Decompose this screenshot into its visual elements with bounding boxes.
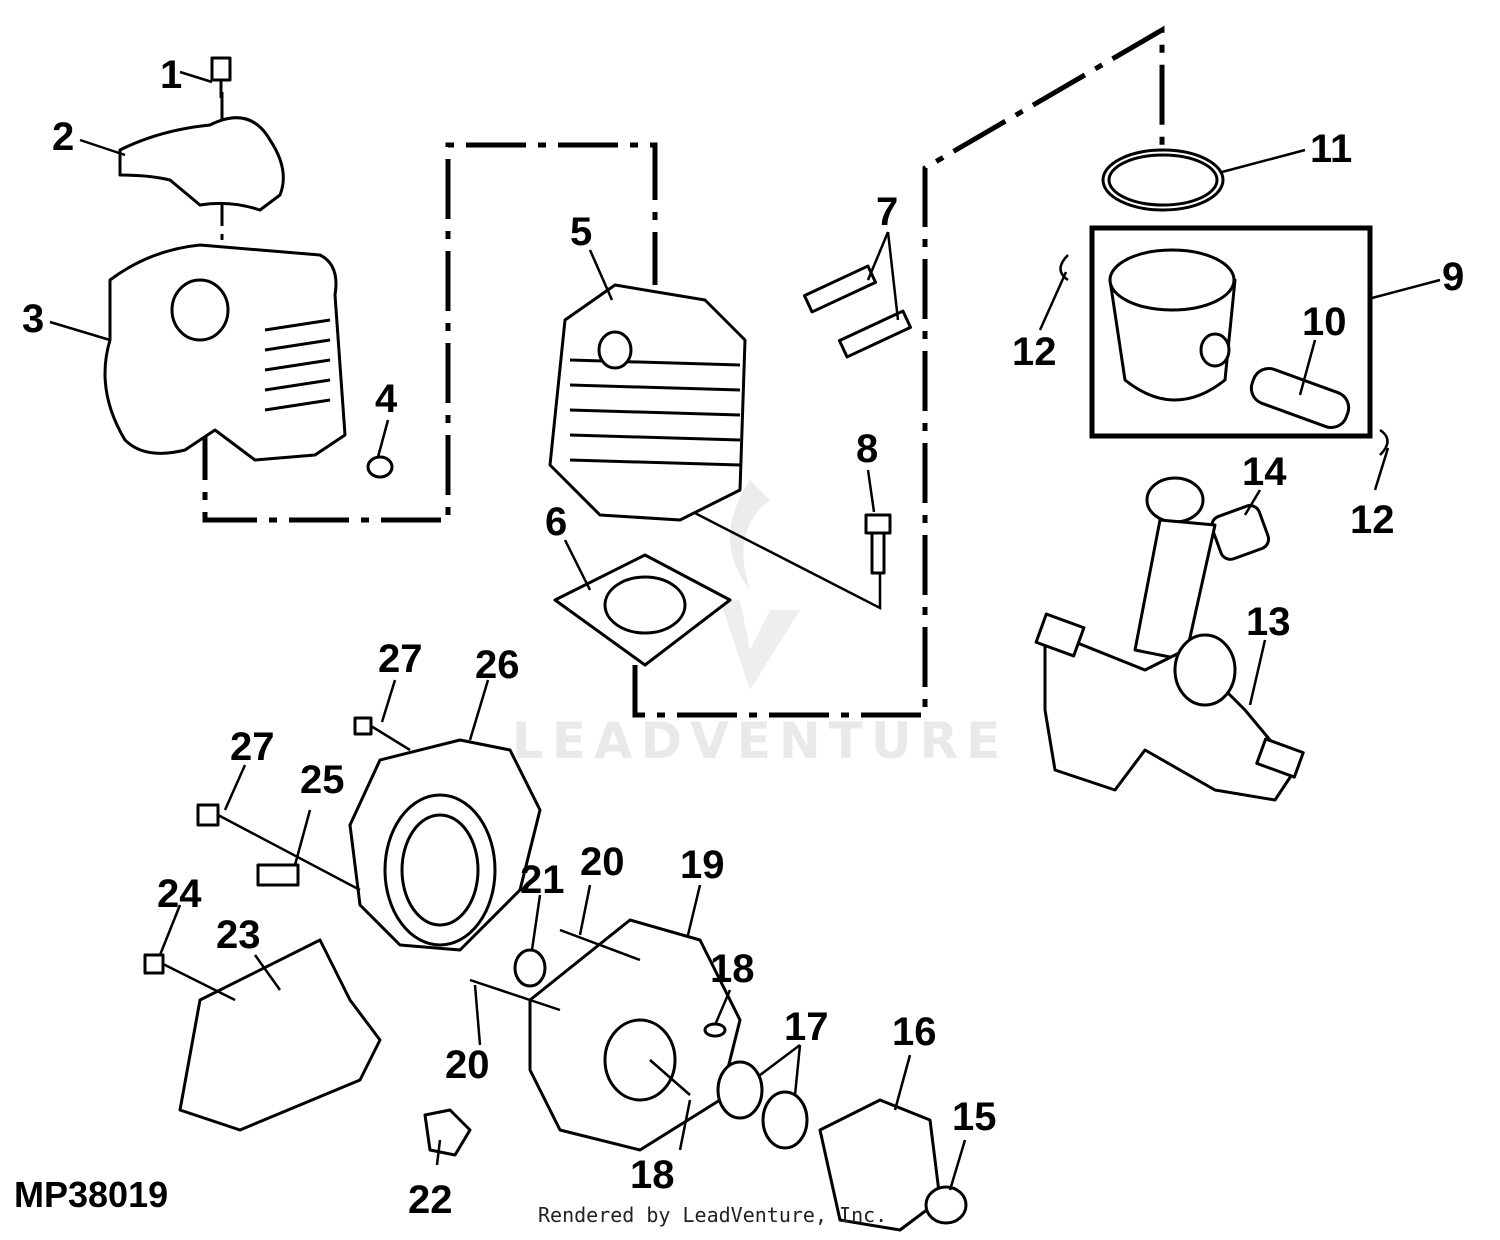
callout-19: 19 xyxy=(680,843,725,887)
callout-20a: 20 xyxy=(580,840,625,884)
bearing-17a xyxy=(716,1060,764,1120)
leader-lines xyxy=(49,70,1441,1191)
callout-11: 11 xyxy=(1310,127,1352,171)
callout-17: 17 xyxy=(784,1005,829,1049)
callout-2: 2 xyxy=(52,115,74,159)
callout-8: 8 xyxy=(856,427,878,471)
bolt-27b xyxy=(353,716,373,736)
pin-18a xyxy=(703,1022,727,1038)
bearing-14 xyxy=(1210,504,1271,561)
callout-20b: 20 xyxy=(445,1043,490,1087)
engine-cover-group xyxy=(103,56,394,479)
seal-15 xyxy=(924,1185,968,1225)
callout-12b: 12 xyxy=(1350,498,1395,542)
callout-21: 21 xyxy=(520,858,565,902)
callout-3: 3 xyxy=(22,297,44,341)
callout-13: 13 xyxy=(1246,600,1291,644)
clip-22 xyxy=(423,1108,472,1157)
clip-25 xyxy=(256,863,300,887)
callout-23: 23 xyxy=(216,913,261,957)
crankshaft-group xyxy=(1034,476,1305,802)
callout-4: 4 xyxy=(375,377,398,421)
callout-16: 16 xyxy=(892,1010,937,1054)
credit-text: Rendered by LeadVenture, Inc. xyxy=(538,1203,887,1227)
figure-code: MP38019 xyxy=(14,1174,168,1215)
callout-27b: 27 xyxy=(230,725,275,769)
piston-kit-group xyxy=(1059,148,1389,456)
callout-18a: 18 xyxy=(710,947,755,991)
callout-12a: 12 xyxy=(1012,330,1057,374)
cylinder-5 xyxy=(548,283,747,522)
watermark: LEADVENTURE xyxy=(512,480,1008,770)
callout-6: 6 xyxy=(545,500,567,544)
stud-7b xyxy=(837,309,913,359)
callout-5: 5 xyxy=(570,210,592,254)
cover-2 xyxy=(118,116,285,212)
callout-22: 22 xyxy=(408,1178,453,1222)
callout-10: 10 xyxy=(1302,300,1347,344)
bolt-24 xyxy=(143,953,165,975)
fasteners-7-8 xyxy=(802,264,913,575)
shroud-3 xyxy=(103,243,347,462)
seal-21 xyxy=(513,948,547,988)
fan-housing-group xyxy=(143,716,542,1132)
callout-labels: 1 2 3 4 5 6 7 8 9 10 11 12 12 13 14 15 1… xyxy=(22,53,1464,1222)
callout-25: 25 xyxy=(300,758,345,802)
callout-24: 24 xyxy=(157,872,202,916)
screw-4 xyxy=(366,455,394,479)
pin-10 xyxy=(1249,366,1351,430)
screw-1 xyxy=(210,56,232,82)
callout-1: 1 xyxy=(160,53,182,97)
bolt-8-head xyxy=(864,513,892,535)
ring-11 xyxy=(1101,148,1225,212)
kit-box-9 xyxy=(1089,225,1373,439)
callout-14: 14 xyxy=(1242,450,1287,494)
bearing-17b xyxy=(761,1090,809,1150)
crankcase-group xyxy=(423,918,968,1232)
callout-7: 7 xyxy=(876,190,898,234)
callout-27a: 27 xyxy=(378,637,423,681)
callout-15: 15 xyxy=(952,1095,997,1139)
callout-26: 26 xyxy=(475,643,520,687)
callout-9: 9 xyxy=(1442,255,1464,299)
cylinder-group xyxy=(548,283,747,667)
stud-7a xyxy=(802,264,878,314)
callout-18b: 18 xyxy=(630,1153,675,1197)
watermark-text: LEADVENTURE xyxy=(512,712,1008,770)
bracket-23 xyxy=(178,938,382,1132)
bolt-27a xyxy=(196,803,220,827)
